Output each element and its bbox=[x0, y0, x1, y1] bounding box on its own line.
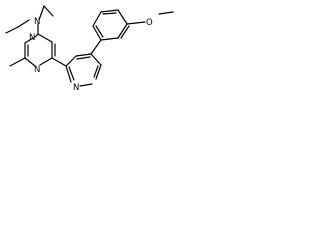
chemical-structure: N N N N O bbox=[5, 5, 174, 93]
amine-nitrogen-label: N bbox=[34, 17, 40, 27]
bond-lines bbox=[5, 5, 174, 87]
pyridine-nitrogen-label: N bbox=[73, 83, 79, 93]
pyrimidine-nitrogen-top-label: N bbox=[29, 33, 35, 43]
methoxy-oxygen-label: O bbox=[146, 18, 153, 28]
pyrimidine-nitrogen-bottom-label: N bbox=[34, 65, 40, 75]
